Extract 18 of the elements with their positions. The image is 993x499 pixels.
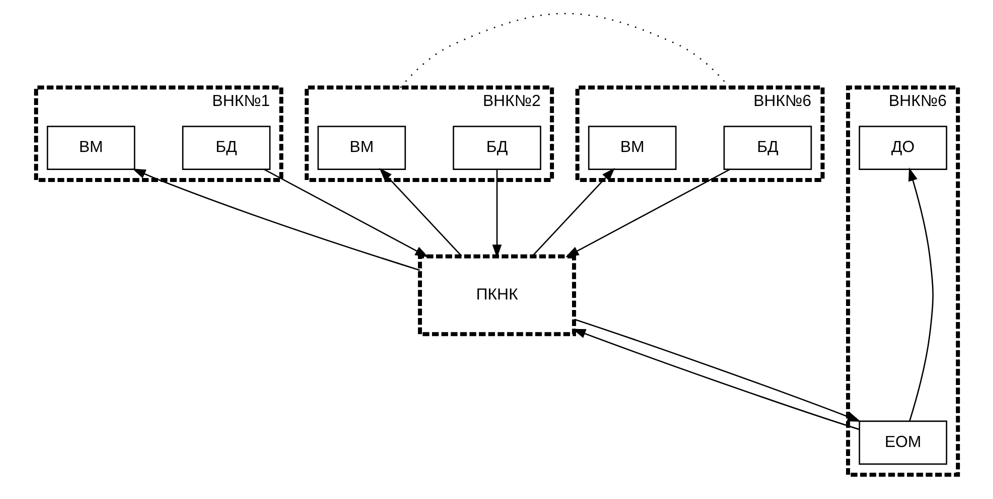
node-box: ЕОМ xyxy=(858,420,947,465)
node-box: ДО xyxy=(858,126,947,170)
arrow xyxy=(263,168,428,258)
node-box: БД xyxy=(722,126,812,170)
node-box: БД xyxy=(182,126,270,170)
arrow xyxy=(564,168,730,258)
arrow xyxy=(132,168,420,271)
arrow xyxy=(531,168,614,257)
arrow xyxy=(908,168,934,422)
node-box: ВМ xyxy=(316,126,406,170)
arrow xyxy=(378,168,462,257)
node-box: ПКНК xyxy=(417,254,576,336)
arrow xyxy=(574,318,860,422)
arrow xyxy=(572,328,859,430)
node-box: ВМ xyxy=(588,126,676,170)
node-box: БД xyxy=(452,126,541,170)
connector xyxy=(399,12,730,88)
node-box: ВМ xyxy=(46,126,135,170)
